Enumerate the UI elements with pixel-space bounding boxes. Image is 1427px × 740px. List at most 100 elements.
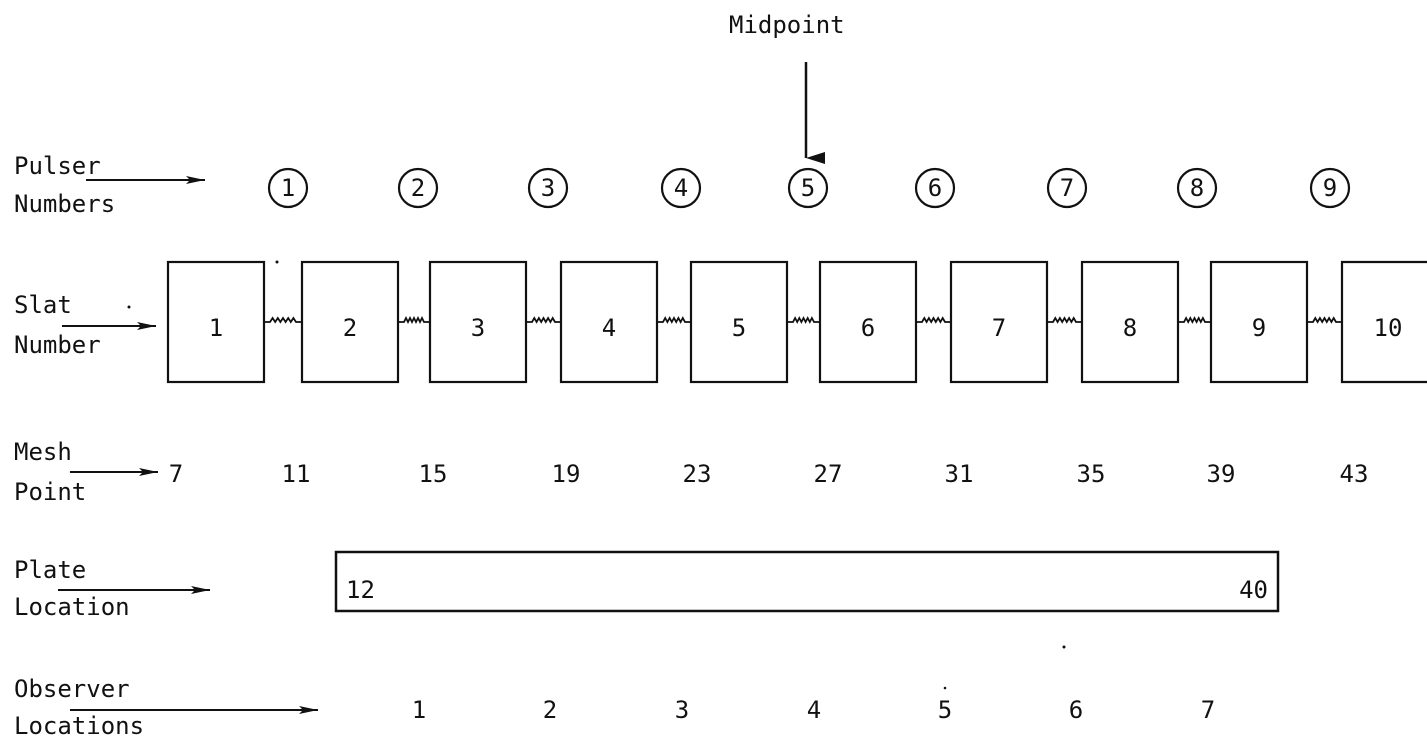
pulser-circle: [1046, 167, 1088, 209]
midpoint-label: Midpoint: [729, 11, 845, 39]
observer-location-3: 3: [675, 696, 689, 724]
slat-box: [1209, 260, 1309, 384]
slat-number: 5: [732, 314, 746, 342]
pulser-6: 6: [914, 167, 956, 209]
spring-connector: [916, 316, 951, 324]
pulser-number: 5: [801, 174, 815, 202]
pulser-8: 8: [1176, 167, 1218, 209]
mesh-row-label: Mesh Point: [14, 438, 86, 506]
plate-label-line1: Plate: [14, 556, 86, 584]
scan-speck: [943, 686, 947, 690]
plate-start-label: 12: [346, 576, 375, 604]
observer-location-4: 4: [807, 696, 821, 724]
scan-speck: [1062, 645, 1066, 649]
slat-2: 2: [300, 260, 400, 384]
observer-location-7: 7: [1201, 696, 1215, 724]
mesh-point-23: 23: [683, 460, 712, 488]
spring-connector: [398, 315, 430, 325]
observer-row-label: Observer Locations: [14, 675, 144, 740]
slat-box: [1080, 260, 1180, 384]
observer-location-5: 5: [938, 696, 952, 724]
pulser-number: 6: [928, 174, 942, 202]
observer-location-1: 1: [412, 696, 426, 724]
observer-location-6: 6: [1069, 696, 1083, 724]
mesh-point-15: 15: [419, 460, 448, 488]
plate: 12 40: [334, 550, 1280, 613]
slat-number: 1: [209, 314, 223, 342]
mesh-point-19: 19: [552, 460, 581, 488]
pulser-number: 9: [1323, 174, 1337, 202]
pulser-circle: [660, 167, 702, 209]
slat-box: [818, 260, 918, 384]
slat-box: [1340, 260, 1427, 384]
mesh-label-line1: Mesh: [14, 438, 72, 466]
slat-box: [559, 260, 659, 384]
pulser-number: 4: [674, 174, 688, 202]
pulser-circle: [267, 167, 309, 209]
slat-1: 1: [166, 260, 266, 384]
observer-row: 1 2 3 4 5 6 7: [412, 696, 1215, 724]
observer-location-2: 2: [543, 696, 557, 724]
pulser-number: 1: [281, 174, 295, 202]
pulser-circle: [527, 167, 569, 209]
spring-connector: [657, 316, 691, 324]
pulser-row: 1 2 3 4 5 6 7 8 9: [267, 167, 1351, 209]
slat-10: 10: [1340, 260, 1427, 384]
pulser-2: 2: [397, 167, 439, 209]
slat-4: 4: [559, 260, 659, 384]
plate-rect: [334, 550, 1280, 613]
slat-5: 5: [689, 260, 789, 384]
scan-speck: [275, 260, 279, 264]
mesh-point-31: 31: [945, 460, 974, 488]
slat-number: 10: [1374, 314, 1403, 342]
slat-3: 3: [428, 260, 528, 384]
slat-box: [300, 260, 400, 384]
pulser-circle: [787, 167, 829, 209]
slat-number: 4: [602, 314, 616, 342]
pulser-9: 9: [1309, 167, 1351, 209]
pulser-4: 4: [660, 167, 702, 209]
slat-number: 6: [861, 314, 875, 342]
spring-connector: [526, 316, 561, 324]
pulser-7: 7: [1046, 167, 1088, 209]
observer-label-line1: Observer: [14, 675, 130, 703]
pulser-circle: [914, 167, 956, 209]
slat-9: 9: [1209, 260, 1309, 384]
pulser-row-label: Pulser Numbers: [14, 152, 115, 218]
pulser-number: 7: [1060, 174, 1074, 202]
pulser-label-line1: Pulser: [14, 152, 101, 180]
spring-connector: [787, 316, 820, 324]
observer-label-line2: Locations: [14, 712, 144, 740]
mesh-point-7: 7: [169, 460, 183, 488]
slat-box: [689, 260, 789, 384]
slat-box: [428, 260, 528, 384]
mesh-point-43: 43: [1340, 460, 1369, 488]
slat-label-line2: Number: [14, 331, 101, 359]
slat-8: 8: [1080, 260, 1180, 384]
pulser-number: 2: [411, 174, 425, 202]
spring-connector: [1047, 316, 1082, 324]
mesh-point-35: 35: [1077, 460, 1106, 488]
slat-number: 2: [343, 314, 357, 342]
plate-end-label: 40: [1239, 576, 1268, 604]
pulser-label-line2: Numbers: [14, 190, 115, 218]
slat-number: 9: [1252, 314, 1266, 342]
spring-connector: [1307, 316, 1342, 324]
pulser-circle: [1176, 167, 1218, 209]
spring-connector: [1178, 316, 1211, 324]
slat-box: [949, 260, 1049, 384]
mesh-point-11: 11: [282, 460, 311, 488]
mesh-label-line2: Point: [14, 478, 86, 506]
pulser-circle: [397, 167, 439, 209]
pulser-5: 5: [787, 167, 829, 209]
scan-speck: [127, 305, 131, 309]
pulser-3: 3: [527, 167, 569, 209]
slat-7: 7: [949, 260, 1049, 384]
mesh-point-27: 27: [814, 460, 843, 488]
pulser-1: 1: [267, 167, 309, 209]
pulser-number: 8: [1190, 174, 1204, 202]
spring-connector: [264, 316, 302, 324]
pulser-number: 3: [541, 174, 555, 202]
